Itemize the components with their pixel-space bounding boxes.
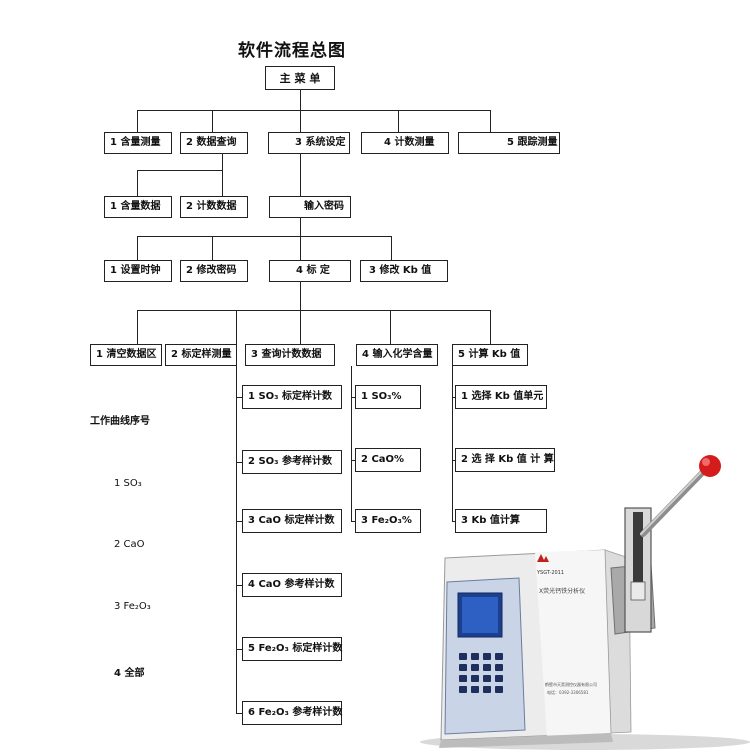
connector <box>137 236 392 238</box>
connector <box>236 521 245 523</box>
so3-percent-box: 1 SO₃% <box>355 385 421 409</box>
connector <box>137 170 223 172</box>
connector <box>300 90 302 110</box>
lever-knob <box>699 455 721 477</box>
curve-item-so3: 1 SO₃ <box>114 478 142 489</box>
clear-data-box: 1 清空数据区 <box>90 344 162 366</box>
fe2o3-reference-count-box: 6 Fe₂O₃ 参考样计数 <box>242 701 342 725</box>
cao-percent-box: 2 CaO% <box>355 448 421 472</box>
input-chem-box: 4 输入化学含量 <box>356 344 438 366</box>
menu-data-query: 2 数据查询 <box>180 132 248 154</box>
connector <box>300 110 302 132</box>
device-maker: 鹤壁市天昊测控仪器有限公司 <box>545 681 597 687</box>
connector <box>137 110 139 132</box>
device-name: X荧光钙铁分析仪 <box>539 587 585 595</box>
cao-standard-count-box: 3 CaO 标定样计数 <box>242 509 342 533</box>
select-kb-unit-box: 1 选择 Kb 值单元 <box>455 385 547 409</box>
change-kb-box: 3 修改 Kb 值 <box>360 260 448 282</box>
connector <box>236 585 245 587</box>
device-model: YSGT-2011 <box>536 570 564 576</box>
count-data-box: 2 计数数据 <box>180 196 248 218</box>
so3-standard-count-box: 1 SO₃ 标定样计数 <box>242 385 342 409</box>
connector <box>137 310 139 344</box>
main-menu-box: 主 菜 单 <box>265 66 335 90</box>
menu-content-measure: 1 含量测量 <box>104 132 172 154</box>
fe2o3-percent-box: 3 Fe₂O₃% <box>355 509 421 533</box>
so3-reference-count-box: 2 SO₃ 参考样计数 <box>242 450 342 474</box>
connector <box>137 310 491 312</box>
connector <box>490 110 492 132</box>
connector <box>398 110 400 132</box>
connector <box>236 462 245 464</box>
connector <box>452 366 454 521</box>
curve-item-cao: 2 CaO <box>114 539 145 550</box>
cao-reference-count-box: 4 CaO 参考样计数 <box>242 573 342 597</box>
connector <box>300 310 302 344</box>
connector <box>222 170 224 196</box>
connector <box>236 713 245 715</box>
fe2o3-standard-count-box: 5 Fe₂O₃ 标定样计数 <box>242 637 342 661</box>
curve-item-fe2o3: 3 Fe₂O₃ <box>114 601 151 612</box>
set-clock-box: 1 设置时钟 <box>104 260 172 282</box>
select-kb-calc-box: 2 选 择 Kb 值 计 算 <box>455 448 555 472</box>
connector <box>351 521 357 523</box>
connector <box>236 366 238 714</box>
connector <box>137 170 139 196</box>
password-box: 输入密码 <box>269 196 351 218</box>
connector <box>300 282 302 310</box>
connector <box>212 110 214 132</box>
diagram-title: 软件流程总图 <box>238 41 346 61</box>
kb-calc-box: 3 Kb 值计算 <box>455 509 547 533</box>
connector <box>490 310 492 344</box>
connector <box>236 310 238 344</box>
connector <box>300 218 302 260</box>
connector <box>351 460 357 462</box>
change-password-box: 2 修改密码 <box>180 260 248 282</box>
connector <box>137 110 491 112</box>
calc-kb-box: 5 计算 Kb 值 <box>452 344 528 366</box>
curve-item-all: 4 全部 <box>114 668 145 679</box>
menu-track-measure: 5 跟踪测量 <box>458 132 560 154</box>
connector <box>212 236 214 260</box>
calibrate-box: 4 标 定 <box>269 260 351 282</box>
content-data-box: 1 含量数据 <box>104 196 172 218</box>
analyzer-device-photo: YSGT-2011 X荧光钙铁分析仪 鹤壁市天昊测控仪器有限公司 电话：0392… <box>415 450 750 750</box>
connector <box>351 397 357 399</box>
connector <box>300 154 302 196</box>
curve-label: 工作曲线序号 <box>90 416 150 427</box>
connector <box>390 310 392 344</box>
connector <box>351 366 353 521</box>
menu-count-measure: 4 计数测量 <box>361 132 449 154</box>
query-count-box: 3 查询计数数据 <box>245 344 335 366</box>
connector <box>222 154 224 170</box>
device-tel: 电话：0392-3306581 <box>547 689 589 695</box>
menu-system-settings: 3 系统设定 <box>268 132 350 154</box>
connector <box>137 236 139 260</box>
standard-sample-box: 2 标定样测量 <box>165 344 237 366</box>
connector <box>236 397 245 399</box>
connector <box>391 236 393 260</box>
connector <box>236 649 245 651</box>
